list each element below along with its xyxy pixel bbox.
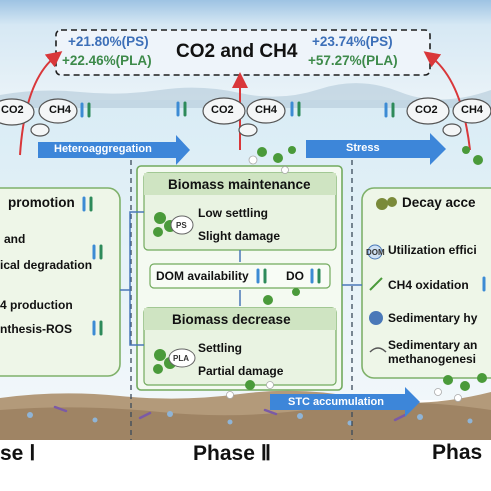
left-panel-title: promotion xyxy=(8,195,75,210)
stc-accumulation-label: STC accumulation xyxy=(288,396,384,408)
maintenance-title: Biomass maintenance xyxy=(168,177,311,192)
decrease-item-1: Settling xyxy=(198,341,242,355)
cloud-ch4-mid: CH4 xyxy=(255,104,278,116)
dom-availability-label: DOM availability xyxy=(156,269,249,283)
phase-2-label: Phase Ⅱ xyxy=(193,442,272,465)
heteroaggregation-label: Heteroaggregation xyxy=(54,143,152,155)
cloud-co2-left: CO2 xyxy=(1,104,24,116)
right-item-5: methanogenesi xyxy=(388,352,477,366)
header-title: CO2 and CH4 xyxy=(176,41,298,62)
cloud-ch4-left: CH4 xyxy=(49,104,72,116)
right-item-4: Sedimentary an xyxy=(388,338,478,352)
decrease-item-2: Partial damage xyxy=(198,364,284,378)
maintenance-item-2: Slight damage xyxy=(198,229,281,243)
stat-ps-left: +21.80%(PS) xyxy=(68,34,149,49)
left-item-1: and xyxy=(4,232,26,246)
right-panel-title: Decay acce xyxy=(402,195,476,210)
cloud-ch4-right: CH4 xyxy=(461,104,484,116)
dom-icon-label: DOM xyxy=(366,248,385,257)
stat-pla-right: +57.27%(PLA) xyxy=(308,53,398,68)
stress-label: Stress xyxy=(346,142,380,154)
left-item-2: ical degradation xyxy=(0,258,93,272)
decrease-badge: PLA xyxy=(173,354,189,363)
right-item-1: Utilization effici xyxy=(388,243,477,257)
maintenance-badge: PS xyxy=(176,221,187,230)
left-item-3: 4 production xyxy=(0,298,73,312)
decrease-title: Biomass decrease xyxy=(172,312,291,327)
cloud-co2-mid: CO2 xyxy=(211,104,234,116)
maintenance-item-1: Low settling xyxy=(198,206,268,220)
cloud-co2-right: CO2 xyxy=(415,104,438,116)
right-item-3: Sedimentary hy xyxy=(388,311,478,325)
stat-pla-left: +22.46%(PLA) xyxy=(62,53,152,68)
phase-1-label: se Ⅰ xyxy=(0,442,36,465)
stat-ps-right: +23.74%(PS) xyxy=(312,34,393,49)
left-item-4: nthesis-ROS xyxy=(0,322,73,336)
phase-3-label: Phas xyxy=(432,441,483,464)
right-item-2: CH4 oxidation xyxy=(388,278,469,292)
do-label: DO xyxy=(286,269,304,283)
